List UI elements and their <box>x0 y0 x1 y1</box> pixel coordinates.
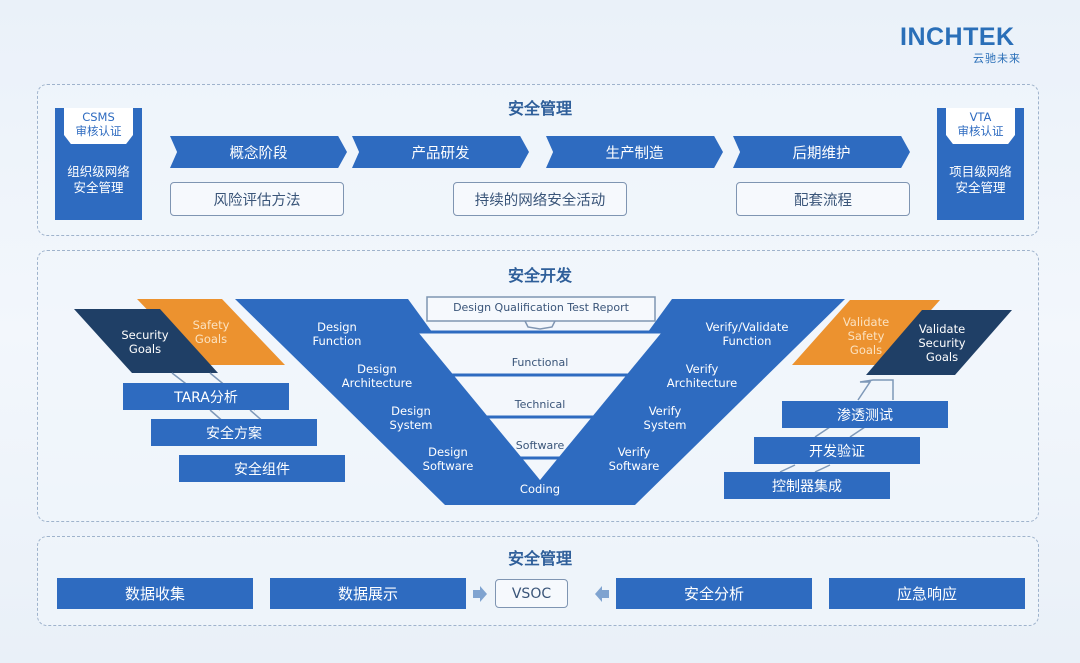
csms-cert-tab: CSMS 审核认证 <box>64 108 133 144</box>
v-left-arm <box>235 299 540 505</box>
safety-goals-shape <box>137 299 285 365</box>
label-line: Security <box>918 336 966 350</box>
security-goals-shape <box>74 309 218 373</box>
data-collection: 数据收集 <box>57 578 253 609</box>
step-security-concept: 安全方案 <box>151 419 317 446</box>
validate-security-label: Validate Security Goals <box>906 322 978 364</box>
top-panel-title: 安全管理 <box>507 99 572 118</box>
emergency-response: 应急响应 <box>829 578 1025 609</box>
validate-security-shape <box>866 310 1012 375</box>
step-penetration-test: 渗透测试 <box>782 401 948 428</box>
risk-assessment-box: 风险评估方法 <box>170 182 344 216</box>
logo-wordmark: INCHTEK <box>900 23 1015 51</box>
label-line: Security <box>121 328 169 342</box>
label-line: Safety <box>192 318 230 332</box>
csms-cert-body: 组织级网络 安全管理 <box>55 164 142 196</box>
label-line: System <box>643 418 687 432</box>
logo: INCHTEK 云驰未来 <box>900 24 1025 66</box>
security-analysis: 安全分析 <box>616 578 812 609</box>
coding-label: Coding <box>519 482 561 496</box>
label-line: System <box>389 418 433 432</box>
arrow-left-icon <box>595 586 609 602</box>
label-line: Verify <box>617 445 651 459</box>
label-line: Validate <box>918 322 966 336</box>
continuous-activities-box: 持续的网络安全活动 <box>453 182 627 216</box>
label-line: Design <box>428 445 468 459</box>
step-tara: TARA分析 <box>123 383 289 410</box>
cert-body-line: 项目级网络 <box>949 164 1012 179</box>
step-controller-integration: 控制器集成 <box>724 472 890 499</box>
label-line: Architecture <box>666 376 738 390</box>
v-right-arm <box>540 299 845 505</box>
vsoc-box: VSOC <box>495 579 568 608</box>
data-display: 数据展示 <box>270 578 466 609</box>
label-line: Function <box>312 334 362 348</box>
vta-cert-tab: VTA 审核认证 <box>946 108 1015 144</box>
label-line: Architecture <box>341 376 413 390</box>
report-label: Design Qualification Test Report <box>453 301 629 314</box>
label-line: Design <box>317 320 357 334</box>
report-arrow <box>524 320 556 330</box>
security-goals-label: Security Goals <box>112 328 178 356</box>
label-line: Design <box>357 362 397 376</box>
vta-cert-card: VTA 审核认证 项目级网络 安全管理 <box>937 108 1024 220</box>
phase-development: 产品研发 <box>352 136 529 168</box>
cert-tab-line: 审核认证 <box>957 124 1004 138</box>
label-line: Safety <box>847 329 885 343</box>
cert-tab-line: VTA <box>969 110 992 124</box>
right-connectors <box>779 379 894 473</box>
label-line: Verify/Validate <box>705 320 789 334</box>
step-dev-verification: 开发验证 <box>754 437 920 464</box>
label-line: Goals <box>925 350 959 364</box>
logo-subtitle: 云驰未来 <box>973 52 1021 65</box>
label-line: Software <box>608 459 660 473</box>
bottom-panel-title: 安全管理 <box>507 549 572 568</box>
cert-body-line: 安全管理 <box>955 180 1006 195</box>
level-functional: Functional <box>511 356 569 369</box>
inner-triangle <box>418 332 662 480</box>
phase-concept: 概念阶段 <box>170 136 347 168</box>
label-line: Goals <box>194 332 228 346</box>
safety-goals-label: Safety Goals <box>178 318 244 346</box>
cert-body-line: 安全管理 <box>73 180 124 195</box>
phase-production: 生产制造 <box>546 136 723 168</box>
label-line: Verify <box>648 404 682 418</box>
level-software: Software <box>515 439 565 452</box>
report-box <box>426 296 656 322</box>
phase-maintenance: 后期维护 <box>733 136 910 168</box>
label-line: Goals <box>849 343 883 357</box>
csms-cert-card: CSMS 审核认证 组织级网络 安全管理 <box>55 108 142 220</box>
arrow-right-icon <box>473 586 487 602</box>
middle-panel-title: 安全开发 <box>507 266 572 285</box>
label-line: Verify <box>685 362 719 376</box>
level-dividers <box>408 330 672 460</box>
label-line: Design <box>391 404 431 418</box>
vta-cert-body: 项目级网络 安全管理 <box>937 164 1024 196</box>
label-line: Validate <box>842 315 890 329</box>
level-technical: Technical <box>514 398 566 411</box>
validate-safety-label: Validate Safety Goals <box>832 315 900 357</box>
cert-body-line: 组织级网络 <box>67 164 130 179</box>
cert-tab-line: 审核认证 <box>75 124 122 138</box>
cert-tab-line: CSMS <box>82 110 115 124</box>
supporting-process-box: 配套流程 <box>736 182 910 216</box>
label-line: Software <box>422 459 474 473</box>
validate-safety-shape <box>792 300 940 365</box>
label-line: Goals <box>128 342 162 356</box>
step-security-component: 安全组件 <box>179 455 345 482</box>
label-line: Function <box>722 334 772 348</box>
